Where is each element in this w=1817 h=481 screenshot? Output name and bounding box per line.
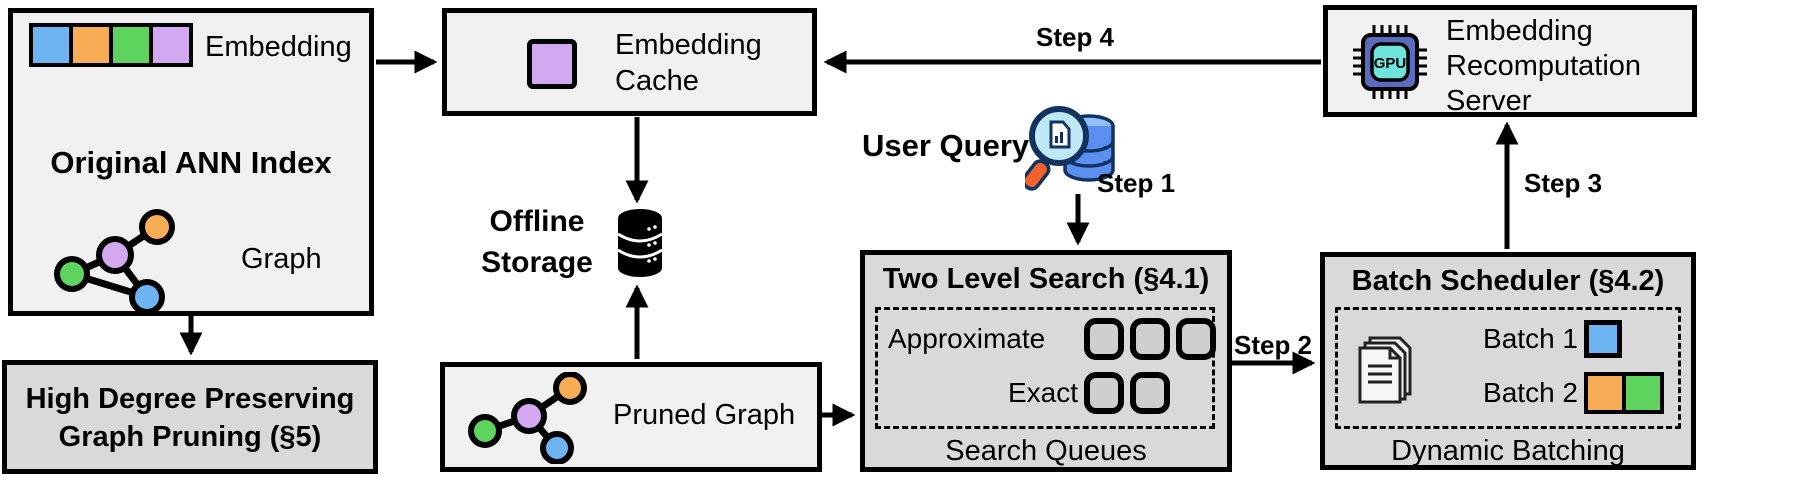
step1-label: Step 1 bbox=[1097, 168, 1176, 198]
two-level-search-box: Two Level Search (§4.1) Approximate Exac… bbox=[860, 250, 1232, 472]
user-query-icon bbox=[1025, 106, 1115, 191]
documents-icon bbox=[1358, 336, 1412, 404]
approximate-queue-slot bbox=[1176, 318, 1216, 360]
exact-label: Exact bbox=[1007, 377, 1078, 408]
recomputation-server-label: Embedding Recomputation Server bbox=[1446, 15, 1642, 117]
embedding-label: Embedding bbox=[205, 31, 352, 63]
user-query-label: User Query bbox=[862, 128, 1030, 163]
batch1-label: Batch 1 bbox=[1483, 323, 1578, 354]
cached-embedding-icon bbox=[527, 39, 577, 89]
embedding-vector-icon bbox=[29, 23, 193, 67]
approximate-queue-row: Approximate bbox=[888, 318, 1216, 360]
original-ann-index-box: Embedding Original ANN Index Graph bbox=[8, 8, 374, 316]
batch2-label: Batch 2 bbox=[1483, 377, 1578, 408]
approximate-queue-slot bbox=[1130, 318, 1170, 360]
step4-label: Step 4 bbox=[1035, 22, 1115, 52]
offline-storage-database-icon bbox=[617, 209, 663, 277]
embedding-cell-purple bbox=[153, 27, 189, 63]
gpu-chip-icon: GPU bbox=[1353, 25, 1427, 99]
two-level-search-title: Two Level Search (§4.1) bbox=[882, 263, 1210, 295]
gpu-chip-label: GPU bbox=[1374, 55, 1407, 72]
exact-queue-slot bbox=[1084, 372, 1124, 414]
embedding-cache-label: Embedding Cache bbox=[615, 29, 762, 98]
batch2-query-orange bbox=[1588, 376, 1622, 410]
approximate-label: Approximate bbox=[888, 323, 1046, 354]
pruned-graph-box: Pruned Graph bbox=[440, 362, 822, 472]
dynamic-batching-caption: Dynamic Batching bbox=[1391, 435, 1625, 467]
step2-label: Step 2 bbox=[1233, 330, 1313, 360]
embedding-cell-blue bbox=[33, 27, 69, 63]
original-graph-icon bbox=[54, 209, 175, 315]
magnifier-icon bbox=[1025, 106, 1089, 191]
batch-scheduler-box: Batch Scheduler (§4.2) Batch 1 Batch 2 bbox=[1320, 252, 1696, 470]
ann-index-title: Original ANN Index bbox=[50, 145, 332, 180]
exact-queue-row: Exact bbox=[888, 372, 1170, 414]
batch2-row: Batch 2 bbox=[1468, 372, 1664, 414]
offline-storage-label: Offline Storage bbox=[481, 205, 593, 279]
exact-queue-slot bbox=[1130, 372, 1170, 414]
embedding-cell-green bbox=[113, 27, 149, 63]
pruned-graph-icon bbox=[468, 372, 587, 464]
embedding-cache-box: Embedding Cache bbox=[442, 8, 817, 116]
dynamic-batching-dashed-box: Batch 1 Batch 2 bbox=[1335, 307, 1681, 429]
batch-scheduler-title: Batch Scheduler (§4.2) bbox=[1351, 265, 1665, 297]
graph-pruning-box: High Degree Preserving Graph Pruning (§5… bbox=[2, 360, 378, 474]
search-queues-caption: Search Queues bbox=[945, 435, 1147, 467]
graph-pruning-label: High Degree Preserving Graph Pruning (§5… bbox=[25, 383, 355, 453]
recomputation-server-box: GPU Embedding Recomputation Server bbox=[1323, 5, 1697, 117]
batch2-query-green bbox=[1626, 376, 1660, 410]
batch2-queries bbox=[1584, 372, 1664, 414]
batch1-row: Batch 1 bbox=[1468, 320, 1622, 358]
batch1-query-blue bbox=[1584, 320, 1622, 358]
step3-label: Step 3 bbox=[1524, 168, 1603, 198]
embedding-cell-orange bbox=[73, 27, 109, 63]
graph-label: Graph bbox=[241, 243, 322, 275]
search-queues-dashed-box: Approximate Exact bbox=[875, 307, 1216, 429]
pruned-graph-label: Pruned Graph bbox=[613, 399, 796, 431]
approximate-queue-slot bbox=[1084, 318, 1124, 360]
